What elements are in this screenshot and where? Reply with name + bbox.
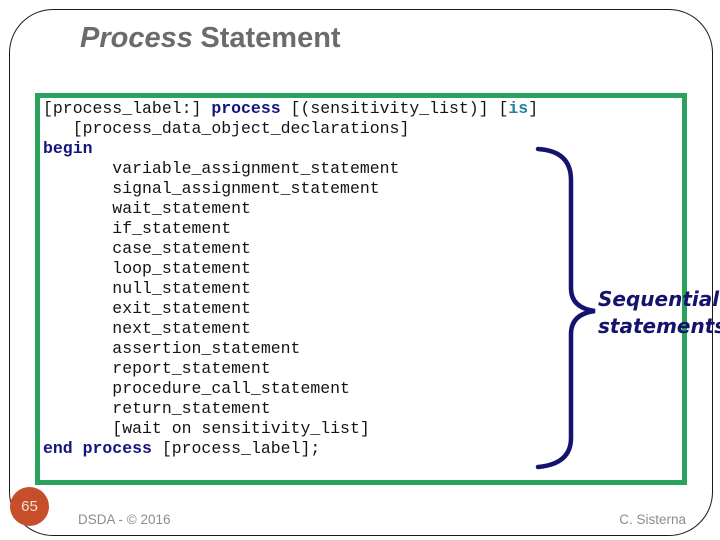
code-line: exit_statement — [43, 299, 538, 319]
code-line: end process [process_label]; — [43, 439, 538, 459]
footer-course: DSDA - © 2016 — [78, 512, 171, 527]
code-line: return_statement — [43, 399, 538, 419]
code-line: null_statement — [43, 279, 538, 299]
code-line: [process_data_object_declarations] — [43, 119, 538, 139]
code-segment: null_statement — [43, 279, 251, 298]
sequential-statements-label: Sequential statements — [598, 287, 720, 338]
code-line: wait_statement — [43, 199, 538, 219]
code-line: procedure_call_statement — [43, 379, 538, 399]
code-line: variable_assignment_statement — [43, 159, 538, 179]
code-segment: [process_data_object_declarations] — [43, 119, 410, 138]
footer-author: C. Sisterna — [619, 512, 686, 527]
code-segment: [(sensitivity_list)] [ — [280, 99, 509, 118]
code-segment: assertion_statement — [43, 339, 301, 358]
code-segment: process — [211, 99, 281, 118]
code-block: [process_label:] process [(sensitivity_l… — [43, 99, 538, 459]
code-line: [process_label:] process [(sensitivity_l… — [43, 99, 538, 119]
code-line: next_statement — [43, 319, 538, 339]
code-segment: [process_label]; — [151, 439, 321, 458]
page-number: 65 — [21, 498, 38, 515]
code-segment: is — [508, 99, 529, 118]
code-segment: report_statement — [43, 359, 271, 378]
code-line: begin — [43, 139, 538, 159]
code-line: report_statement — [43, 359, 538, 379]
code-segment: next_statement — [43, 319, 251, 338]
title-word-italic: Process — [80, 22, 193, 54]
code-segment: if_statement — [43, 219, 232, 238]
curly-brace-icon — [535, 146, 596, 470]
code-segment: signal_assignment_statement — [43, 179, 380, 198]
code-segment: end process — [43, 439, 152, 458]
code-segment: [process_label:] — [43, 99, 212, 118]
page-number-badge: 65 — [10, 487, 49, 526]
code-line: if_statement — [43, 219, 538, 239]
code-segment: return_statement — [43, 399, 271, 418]
code-segment: loop_statement — [43, 259, 251, 278]
code-box: [process_label:] process [(sensitivity_l… — [35, 93, 687, 485]
code-segment: variable_assignment_statement — [43, 159, 400, 178]
code-line: [wait on sensitivity_list] — [43, 419, 538, 439]
code-segment: case_statement — [43, 239, 251, 258]
code-line: case_statement — [43, 239, 538, 259]
code-segment: wait_statement — [43, 199, 251, 218]
code-line: signal_assignment_statement — [43, 179, 538, 199]
code-line: loop_statement — [43, 259, 538, 279]
code-segment: [wait on sensitivity_list] — [43, 419, 370, 438]
code-segment: ] — [528, 99, 539, 118]
code-segment: exit_statement — [43, 299, 251, 318]
code-line: assertion_statement — [43, 339, 538, 359]
code-segment: procedure_call_statement — [43, 379, 350, 398]
title-word-regular: Statement — [200, 22, 341, 54]
code-segment: begin — [43, 139, 93, 158]
